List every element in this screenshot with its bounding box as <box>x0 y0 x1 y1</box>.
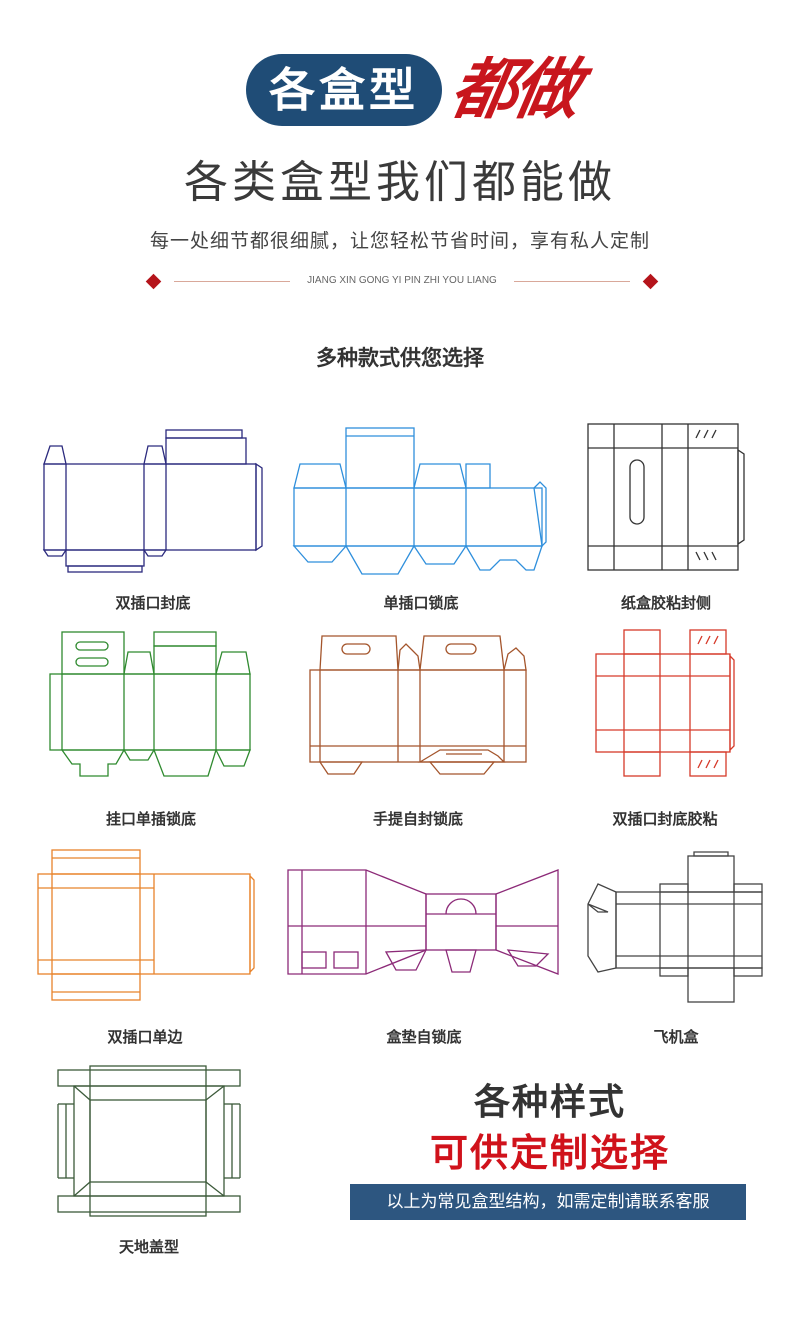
box-label-8: 盒垫自锁底 <box>386 1028 462 1046</box>
box-dieline-9 <box>586 851 766 1004</box>
glued-side-seal-dieline-icon <box>587 423 745 571</box>
hero-banner: 各盒型 都做 <box>0 50 800 132</box>
box-label-1: 双插口封底 <box>115 594 191 612</box>
brush-calligraphy-text: 都做 <box>445 50 583 128</box>
box-dieline-3 <box>586 420 746 576</box>
box-dieline-1 <box>38 428 268 578</box>
box-label-4: 挂口单插锁底 <box>105 810 196 828</box>
box-label-5: 手提自封锁底 <box>372 810 463 828</box>
ornament-divider: JIANG XIN GONG YI PIN ZHI YOU LIANG <box>145 272 659 292</box>
contact-banner: 以上为常见盒型结构，如需定制请联系客服 <box>350 1184 746 1220</box>
box-dieline-10 <box>54 1064 244 1218</box>
box-label-10: 天地盖型 <box>118 1238 179 1256</box>
lid-base-box-dieline-icon <box>57 1065 241 1217</box>
section-title: 多种款式供您选择 <box>316 346 484 370</box>
mailer-box-dieline-icon <box>587 851 763 1003</box>
divider-text: JIANG XIN GONG YI PIN ZHI YOU LIANG <box>307 275 497 286</box>
handle-self-lock-bottom-dieline-icon <box>309 635 527 775</box>
insert-self-lock-dieline-icon <box>287 869 559 975</box>
double-tuck-single-side-dieline-icon <box>37 849 255 1001</box>
box-label-2: 单插口锁底 <box>383 594 459 612</box>
title-pill: 各盒型 <box>246 54 442 126</box>
double-tuck-glued-dieline-icon <box>595 629 735 777</box>
promo-title: 各种样式 <box>473 1082 626 1123</box>
box-label-3: 纸盒胶粘封侧 <box>620 594 711 612</box>
box-dieline-8 <box>286 866 562 978</box>
box-dieline-2 <box>290 426 552 576</box>
headline: 各类盒型我们都能做 <box>184 157 616 208</box>
box-dieline-6 <box>594 626 736 782</box>
subline: 每一处细节都很细腻，让您轻松节省时间，享有私人定制 <box>149 230 650 252</box>
box-label-9: 飞机盒 <box>653 1028 699 1046</box>
single-tuck-lock-bottom-dieline-icon <box>292 427 547 575</box>
box-dieline-4 <box>48 630 254 780</box>
double-tuck-bottom-seal-dieline-icon <box>42 429 263 573</box>
box-label-7: 双插口单边 <box>107 1028 183 1046</box>
promo-highlight: 可供定制选择 <box>429 1131 670 1175</box>
box-label-6: 双插口封底胶粘 <box>612 810 718 828</box>
hang-tab-lock-bottom-dieline-icon <box>49 631 251 777</box>
box-dieline-5 <box>306 630 530 780</box>
pill-text: 各盒型 <box>269 63 419 117</box>
box-dieline-7 <box>34 848 256 1004</box>
